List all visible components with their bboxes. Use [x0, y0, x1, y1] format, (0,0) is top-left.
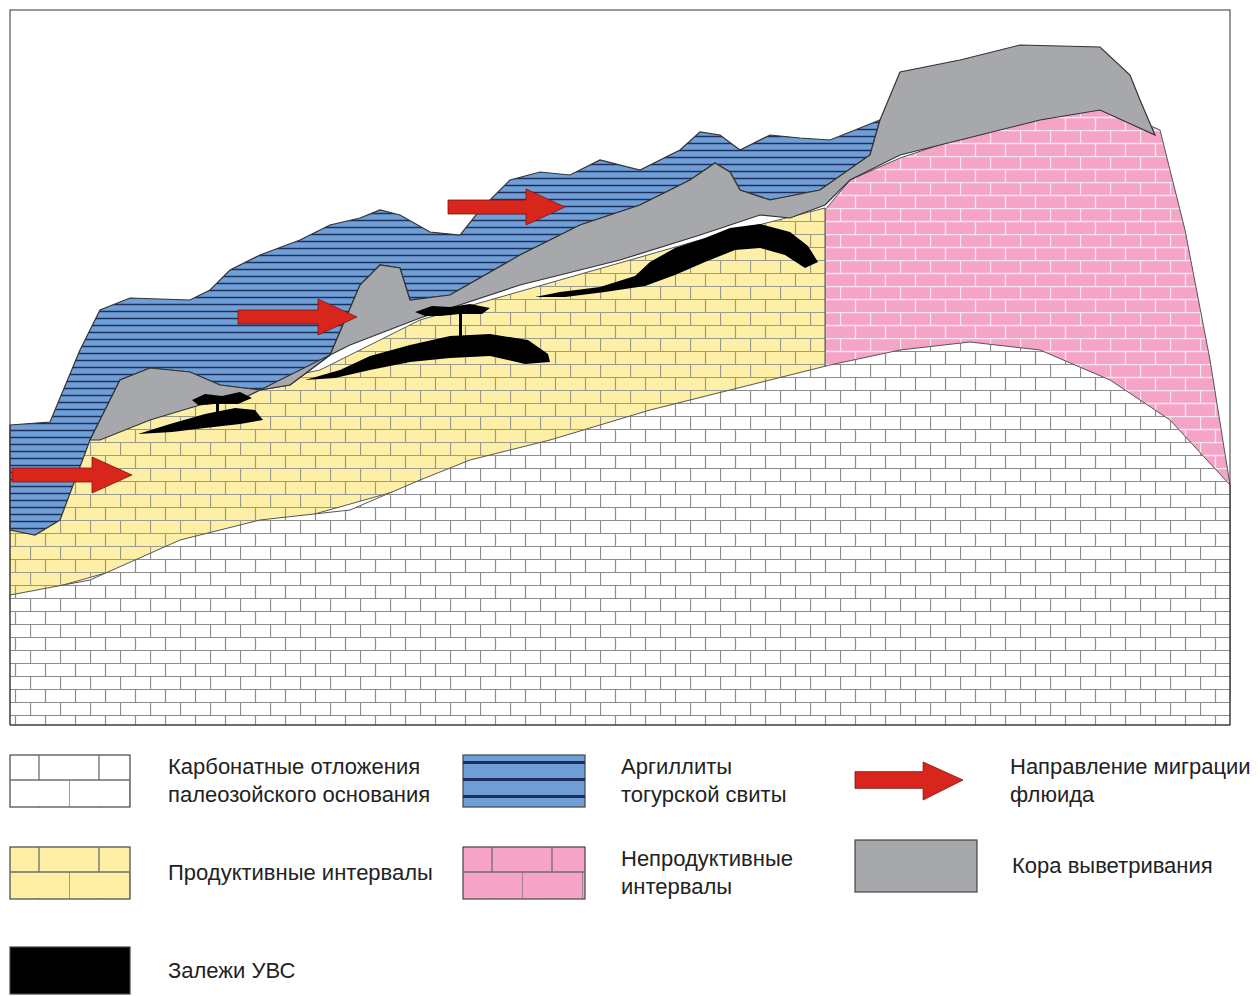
argillite-layer	[10, 120, 880, 535]
hc-deposit	[138, 408, 263, 434]
legend-swatch	[855, 840, 977, 892]
legend-swatch-frame	[462, 846, 586, 900]
swatch-texture	[10, 755, 130, 807]
legend-label: Залежи УВС	[168, 957, 453, 985]
hc-deposit	[535, 224, 818, 297]
hc-deposit	[305, 334, 550, 380]
migration-arrow	[448, 189, 565, 225]
arrow-swatch	[855, 762, 963, 800]
swatch-texture	[10, 847, 130, 899]
hc-channel	[216, 402, 219, 414]
legend-label: Аргиллиты тогурской свиты	[621, 753, 811, 809]
legend-label: Направление миграции флюида	[1010, 753, 1256, 809]
migration-arrow	[238, 299, 357, 335]
hc-channel	[459, 313, 462, 339]
hc-deposit	[415, 304, 490, 316]
legend-swatch	[463, 755, 585, 807]
hc-deposits	[138, 224, 818, 434]
legend-swatch	[10, 847, 130, 899]
legend-label: Непродуктивные интервалы	[621, 845, 811, 901]
legend-swatch	[10, 755, 130, 807]
migration-arrow	[12, 457, 132, 493]
legend-swatch-frame	[854, 761, 964, 801]
section-frame	[10, 10, 1230, 725]
weathering-crust	[90, 45, 1155, 440]
legend-label: Продуктивные интервалы	[168, 859, 453, 887]
legend-label: Карбонатные отложения палеозойского осно…	[168, 753, 453, 809]
swatch-texture	[463, 755, 585, 807]
legend-swatch	[463, 847, 585, 899]
legend-swatch-frame	[462, 754, 586, 808]
hc-deposit	[192, 392, 252, 405]
legend-swatch-frame	[9, 946, 131, 995]
legend-swatch-frame	[9, 754, 131, 808]
legend-label: Кора выветривания	[1012, 852, 1256, 880]
legend-swatch	[10, 947, 130, 994]
swatch-texture	[463, 847, 585, 899]
legend-swatch-frame	[854, 839, 978, 893]
legend-swatch-frame	[9, 846, 131, 900]
